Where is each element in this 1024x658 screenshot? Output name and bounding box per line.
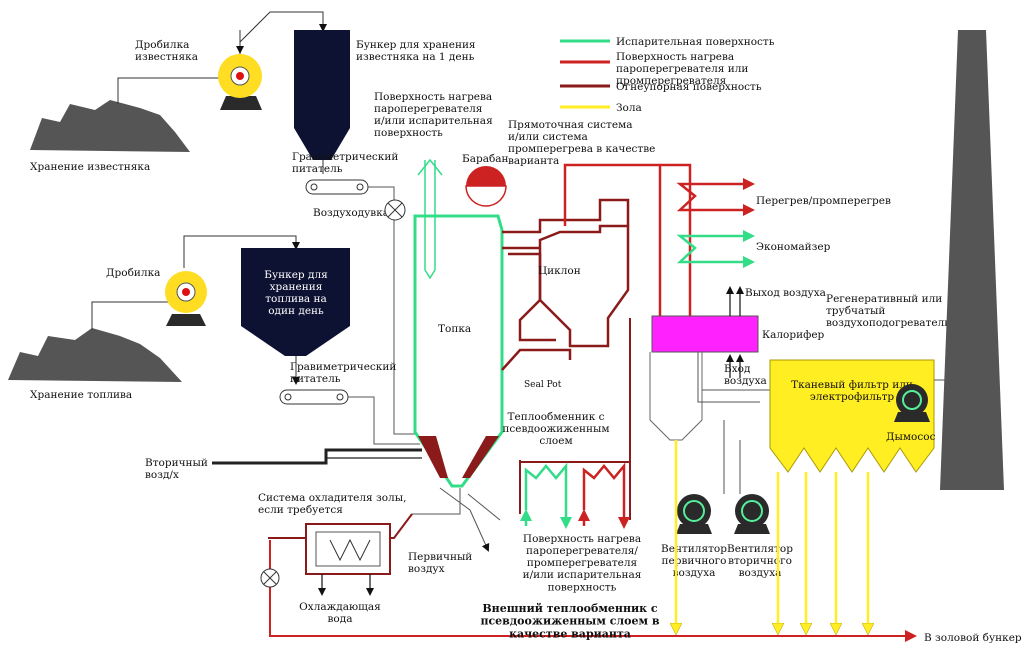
limestone-pile bbox=[30, 100, 190, 152]
economizer-coil: Экономайзер bbox=[676, 230, 831, 268]
cyclone-body bbox=[538, 224, 630, 348]
fbhe-red-coil bbox=[582, 462, 626, 510]
cyclone: Циклон Seal Pot bbox=[501, 198, 630, 390]
limestone-crusher bbox=[218, 54, 262, 110]
backpass-hopper bbox=[649, 352, 703, 441]
limestone-to-bunker-line bbox=[239, 11, 327, 43]
fuel-pile bbox=[8, 328, 182, 382]
fuel-bunker bbox=[241, 248, 350, 356]
blower bbox=[384, 199, 406, 221]
blower-label: Воздуходувка bbox=[313, 207, 389, 219]
superheater-coil: Перегрев/промперегрев bbox=[676, 178, 891, 216]
furnace-refractory-left bbox=[418, 436, 448, 478]
limestone-feeder-out bbox=[368, 186, 420, 435]
chimney bbox=[940, 30, 1004, 490]
fuel-feed-line bbox=[91, 290, 171, 330]
superheater-label: Перегрев/промперегрев bbox=[756, 195, 891, 207]
fuel-to-bunker-line bbox=[183, 235, 300, 268]
primary-air-line bbox=[439, 487, 490, 552]
air-in-duct bbox=[697, 352, 760, 403]
grav-feeder-2 bbox=[279, 389, 349, 405]
flue-main bbox=[563, 163, 692, 318]
cyclone-label: Циклон bbox=[538, 265, 581, 277]
fbhe-green-coil bbox=[524, 462, 568, 510]
fbhe-loop bbox=[519, 318, 631, 520]
legend-label-refractory: Огнеупорная поверхность bbox=[616, 81, 762, 93]
fuel-crusher bbox=[165, 271, 207, 326]
limestone-bunker bbox=[294, 30, 350, 160]
ash-cooler-label: Система охладителя золы,если требуется bbox=[258, 492, 406, 516]
legend-label-evaporative: Испарительная поверхность bbox=[616, 36, 775, 48]
cyclone-to-seal bbox=[501, 348, 572, 371]
limestone-storage-label: Хранение известняка bbox=[30, 161, 150, 173]
id-fan: Дымосос bbox=[886, 379, 958, 443]
seal-pot-label: Seal Pot bbox=[524, 380, 562, 390]
air-heater: Выход воздуха Калорифер Регенеративный и… bbox=[651, 286, 950, 387]
id-fan-label: Дымосос bbox=[886, 431, 936, 443]
legend: Испарительная поверхность Поверхность на… bbox=[560, 36, 775, 114]
air-out-label: Выход воздуха bbox=[745, 287, 826, 299]
furnace-label: Топка bbox=[438, 323, 471, 335]
to-ash-bunker-label: В золовой бункер bbox=[924, 632, 1022, 644]
drum-label: Барабан bbox=[462, 153, 509, 165]
fuel-crusher-label: Дробилка bbox=[106, 267, 160, 279]
cyclone-duct-top bbox=[502, 198, 630, 234]
cyclone-vortex bbox=[508, 252, 556, 342]
ash-lines bbox=[676, 440, 868, 632]
grav-feeder-1 bbox=[305, 179, 369, 195]
furnace-refractory-right bbox=[462, 436, 499, 478]
air-heater-label: Калорифер bbox=[762, 329, 825, 341]
legend-label-ash: Зола bbox=[616, 102, 642, 114]
fuel-feeder-out bbox=[348, 396, 420, 445]
ash-cooler: Система охладителя золы,если требуется О… bbox=[258, 488, 501, 625]
fuel-storage-label: Хранение топлива bbox=[30, 389, 132, 401]
economizer-label: Экономайзер bbox=[756, 241, 831, 253]
furnace-in-surface bbox=[417, 158, 443, 280]
